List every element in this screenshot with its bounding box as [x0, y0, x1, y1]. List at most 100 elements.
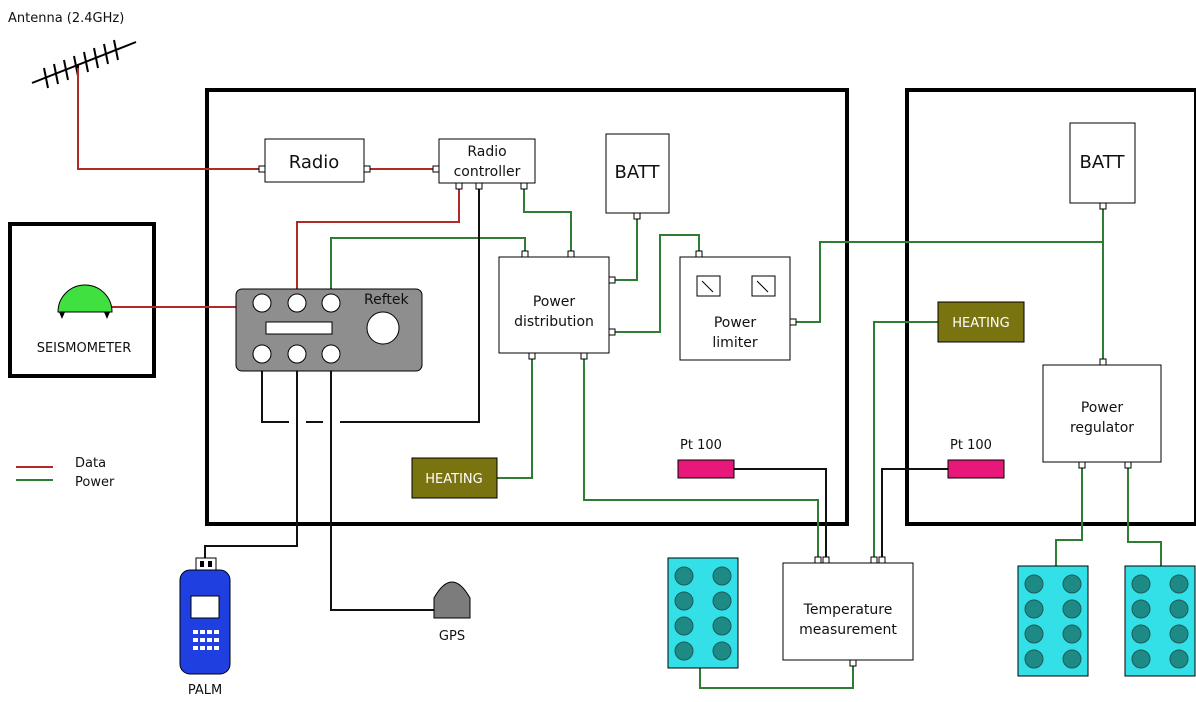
heating-right-label: HEATING	[952, 316, 1009, 331]
battery-cell	[1131, 574, 1151, 594]
distribution-port-r2	[608, 328, 616, 336]
batt-to-distribution-wire	[614, 218, 638, 281]
limiter-meter-2	[751, 275, 776, 297]
limiter-port-top	[695, 250, 703, 258]
battery-cell	[1062, 624, 1082, 644]
reftek-to-distribution-wire	[330, 237, 526, 293]
radio-port-right	[363, 165, 371, 173]
legend-data-label: Data	[75, 456, 106, 471]
data-wires	[77, 68, 460, 308]
battery-cell	[1062, 574, 1082, 594]
battery-cell	[1169, 649, 1189, 669]
gps-antenna-icon	[433, 581, 471, 619]
pt100-left-sensor	[677, 459, 735, 479]
limiter-meter-2-needle	[756, 280, 769, 293]
power-limiter-box	[679, 256, 791, 361]
controller-to-distribution-wire	[523, 189, 572, 255]
heating-left-box	[411, 457, 498, 499]
seismometer-foot-right	[104, 312, 110, 319]
power-limiter-label-1: Power	[714, 315, 757, 331]
radio-box	[264, 138, 365, 183]
radio-controller-port-b3	[520, 182, 528, 190]
battery-right-box	[1069, 122, 1136, 204]
radio-controller-label-1: Radio	[467, 144, 506, 160]
battery-left-box	[605, 133, 670, 214]
seismometer-foot-left	[59, 312, 65, 319]
distribution-to-limiter-wire	[614, 234, 700, 333]
reftek-to-gps-wire	[330, 367, 434, 611]
radio-controller-port-b2	[475, 182, 483, 190]
temperature-port-t2	[822, 556, 830, 564]
battery-right-port	[1099, 202, 1107, 210]
battery-cell	[1131, 599, 1151, 619]
battery-left-label: BATT	[615, 162, 661, 183]
temperature-port-t4	[878, 556, 886, 564]
reftek-to-palm-wire	[204, 367, 298, 560]
pt100-left-wire	[734, 468, 827, 560]
legend: Data Power	[16, 456, 115, 490]
antenna-label: Antenna (2.4GHz)	[8, 11, 124, 26]
right-enclosure	[905, 88, 1196, 526]
temperature-port-bottom	[849, 659, 857, 667]
limiter-meter-1-needle	[701, 280, 714, 293]
battery-cell	[1169, 599, 1189, 619]
distribution-port-t1	[521, 250, 529, 258]
radio-controller-port-b1	[455, 182, 463, 190]
regulator-port-top	[1099, 358, 1107, 366]
regulator-to-battery-wire-1	[1055, 462, 1083, 566]
battery-cell	[1062, 649, 1082, 669]
pt100-right-label: Pt 100	[950, 438, 992, 453]
battery-cell	[1131, 649, 1151, 669]
reftek-connector-2	[287, 293, 307, 313]
battery-cell	[1131, 624, 1151, 644]
battery-cell	[1024, 624, 1044, 644]
reftek-label: Reftek	[364, 292, 409, 308]
temperature-port-t1	[814, 556, 822, 564]
radio-label: Radio	[289, 152, 340, 173]
regulator-port-b2	[1124, 461, 1132, 469]
battery-cell	[674, 591, 694, 611]
battery-cell	[1062, 599, 1082, 619]
power-regulator-label-2: regulator	[1070, 420, 1134, 436]
reftek-loop-wire	[261, 367, 289, 423]
power-limiter-label-2: limiter	[712, 335, 757, 351]
power-distribution-label-2: distribution	[514, 314, 594, 330]
distribution-port-t2	[567, 250, 575, 258]
temperature-label-2: measurement	[799, 622, 897, 638]
power-regulator-label-1: Power	[1081, 400, 1124, 416]
battery-cell	[674, 641, 694, 661]
battery-cell	[674, 566, 694, 586]
palm-label: PALM	[188, 683, 222, 698]
antenna-to-radio-wire	[77, 68, 262, 170]
controller-to-reftek-wire	[296, 188, 460, 293]
heating-right-box	[937, 301, 1025, 343]
radio-controller-port-left	[432, 165, 440, 173]
power-distribution-box	[498, 256, 610, 354]
legend-power-label: Power	[75, 475, 115, 490]
battery-to-temperature-wire	[699, 660, 854, 689]
battery-cell	[712, 591, 732, 611]
temperature-measurement-box	[782, 562, 914, 661]
reftek-display	[265, 321, 333, 335]
battery-cell	[1169, 624, 1189, 644]
reftek-dial	[366, 311, 400, 345]
battery-cell	[712, 616, 732, 636]
controller-loop-wire	[340, 188, 480, 423]
limiter-port-right	[789, 318, 797, 326]
regulator-port-b1	[1078, 461, 1086, 469]
reftek-connector-4	[252, 344, 272, 364]
battery-right-label: BATT	[1080, 152, 1126, 173]
limiter-meter-1	[696, 275, 721, 297]
temperature-label-1: Temperature	[803, 602, 893, 618]
distribution-port-b1	[528, 352, 536, 360]
power-regulator-box	[1042, 364, 1162, 463]
reftek-connector-3	[321, 293, 341, 313]
battery-cell	[674, 616, 694, 636]
radio-port-left	[258, 165, 266, 173]
antenna-icon	[31, 39, 137, 89]
battery-cell	[1024, 574, 1044, 594]
battery-cell	[1024, 599, 1044, 619]
heating-left-label: HEATING	[425, 472, 482, 487]
battery-cell	[712, 566, 732, 586]
